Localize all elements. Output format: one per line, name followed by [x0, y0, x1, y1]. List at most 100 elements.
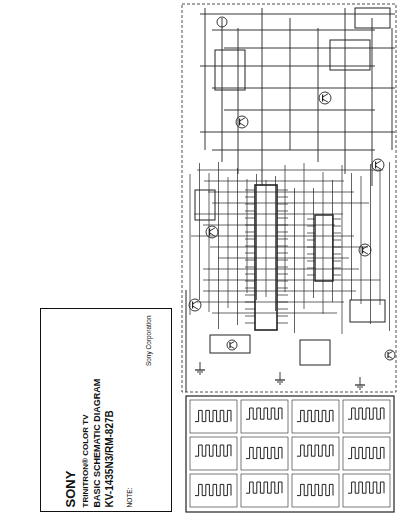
wire: [277, 295, 288, 296]
wire: [389, 162, 390, 331]
waveform-trace: [348, 482, 384, 493]
transistor-symbol: [189, 299, 201, 311]
wire: [275, 379, 285, 380]
wire: [245, 232, 255, 233]
component-outline: [350, 300, 385, 322]
wire: [245, 302, 255, 303]
wire: [360, 377, 361, 385]
wire: [333, 233, 341, 234]
wire: [197, 170, 383, 171]
wire: [357, 387, 363, 388]
component-outline: [355, 8, 390, 28]
transistor-symbol: [236, 116, 248, 128]
wire: [307, 219, 315, 220]
title-text: NOTE:: [125, 315, 132, 507]
wire: [307, 247, 315, 248]
wire: [277, 382, 283, 383]
wire: [361, 176, 362, 304]
waveform-trace: [195, 410, 231, 421]
wire: [239, 118, 240, 125]
wire: [200, 14, 395, 15]
wire: [277, 281, 288, 282]
wire: [245, 253, 255, 254]
wire: [245, 281, 255, 282]
waveform-box: [241, 400, 288, 433]
wire: [245, 323, 255, 324]
wire: [363, 251, 368, 254]
component-outline: [215, 50, 245, 90]
wire: [277, 302, 288, 303]
terminal-circle: [217, 17, 227, 27]
waveform-box: [343, 400, 390, 433]
wire: [280, 372, 281, 380]
wire: [208, 192, 354, 193]
wire: [277, 309, 288, 310]
wire: [193, 301, 198, 304]
waveform-trace: [297, 484, 333, 495]
wire: [277, 323, 288, 324]
waveform-box: [292, 474, 339, 507]
wire: [212, 203, 369, 204]
transistor-symbol: [206, 226, 218, 238]
wire: [190, 174, 191, 315]
title-text: SONY: [64, 315, 79, 507]
wire: [245, 295, 255, 296]
wire: [294, 188, 295, 333]
title-text: BASIC SCHEMATIC DIAGRAM: [92, 315, 102, 507]
waveform-trace: [348, 447, 384, 458]
wiring: [182, 4, 396, 512]
wire: [277, 260, 288, 261]
waveform-trace: [195, 484, 231, 495]
wire: [376, 166, 381, 169]
wire: [245, 274, 255, 275]
wire: [245, 218, 255, 219]
wire: [333, 240, 341, 241]
wire: [245, 260, 255, 261]
wire: [245, 267, 255, 268]
wire: [388, 356, 393, 359]
waveform-box: [292, 400, 339, 433]
wire: [237, 168, 238, 325]
wire: [245, 288, 255, 289]
wire: [200, 66, 375, 67]
wire: [240, 123, 245, 126]
wire: [245, 190, 255, 191]
wire: [218, 162, 219, 329]
waveform-box: [343, 474, 390, 507]
wire: [277, 218, 288, 219]
wire: [212, 313, 337, 314]
waveform-box: [190, 400, 237, 433]
wire: [204, 181, 344, 182]
waveform-box: [292, 437, 339, 470]
wire: [333, 254, 341, 255]
wire: [229, 342, 230, 348]
wire: [228, 177, 229, 308]
wire: [230, 346, 235, 349]
wire: [195, 369, 205, 370]
wire: [290, 18, 291, 150]
wire: [372, 18, 373, 186]
wire: [277, 232, 288, 233]
waveform-trace: [246, 482, 282, 493]
wire: [277, 274, 288, 275]
wire: [240, 118, 245, 121]
wire: [203, 280, 380, 281]
wire: [210, 247, 368, 248]
wire: [387, 352, 388, 358]
wire: [277, 316, 288, 317]
component-outline: [315, 215, 333, 281]
wire: [323, 172, 324, 314]
component-outline: [210, 335, 250, 353]
waveform-box: [190, 474, 237, 507]
wire: [224, 48, 395, 49]
wire: [245, 246, 255, 247]
component-outline: [182, 4, 396, 392]
wire: [245, 239, 255, 240]
title-block: SONYTRINITRON® COLOR TVBASIC SCHEMATIC D…: [40, 308, 172, 512]
wire: [277, 204, 288, 205]
transistor-symbol: [372, 159, 384, 171]
component-outline: [255, 185, 277, 330]
wire: [277, 239, 288, 240]
wire: [307, 233, 315, 234]
wire: [245, 197, 255, 198]
